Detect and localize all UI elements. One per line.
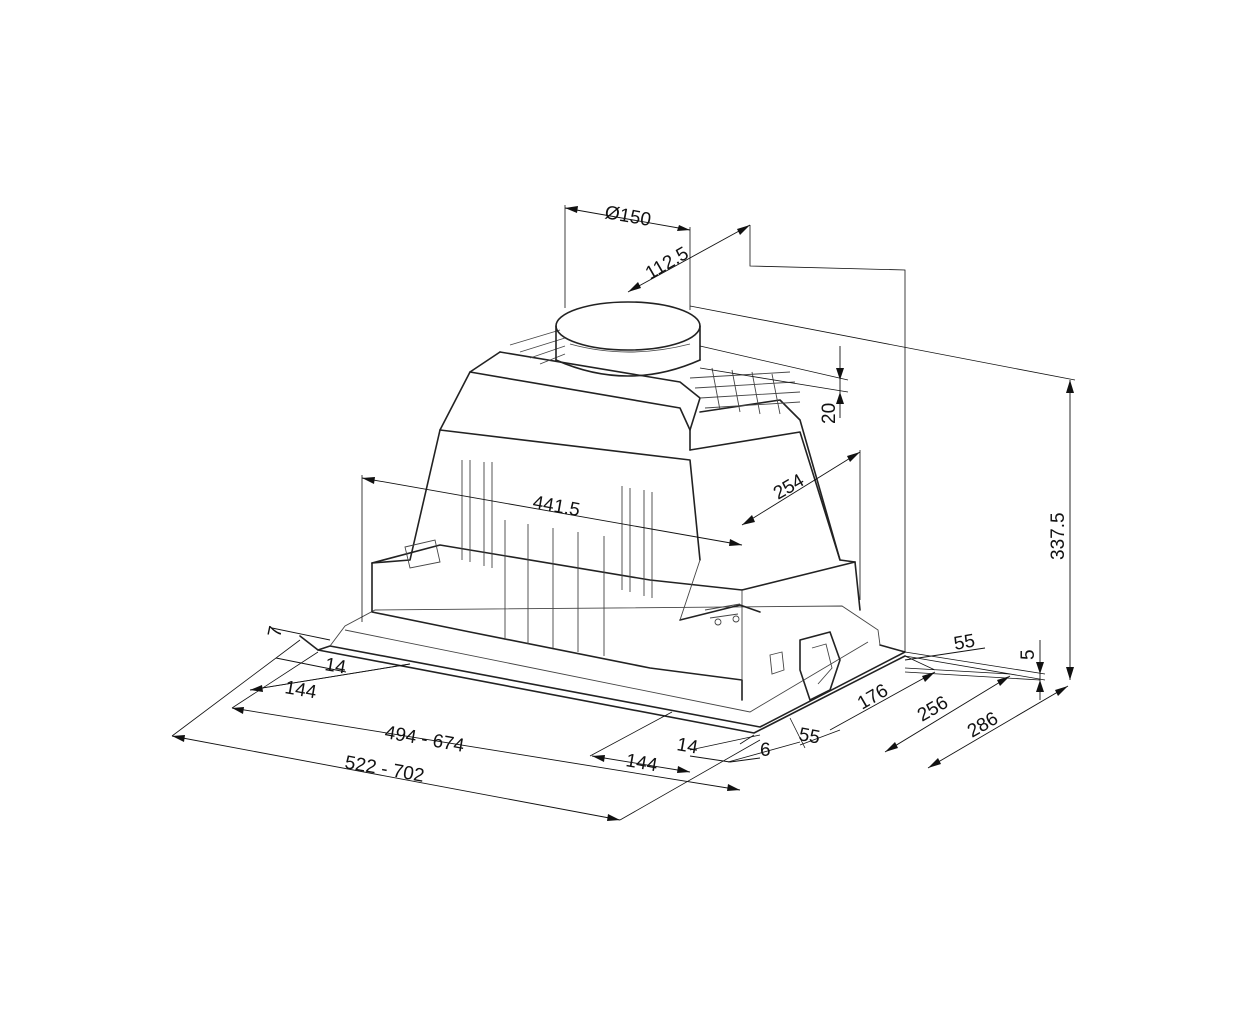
hood-body <box>299 301 906 734</box>
dim-body-width-label: 441.5 <box>531 492 581 521</box>
dim-left-inset-label: 14 <box>323 654 348 678</box>
dim-lip-height-label: 7 <box>264 624 287 639</box>
dim-duct-offset-label: 112.5 <box>642 243 692 284</box>
dimension-lines <box>171 205 1076 821</box>
dim-cutout-width-label: 494 - 674 <box>383 722 466 757</box>
dim-depth-176-label: 176 <box>854 680 892 714</box>
dim-rear-55-label: 55 <box>952 631 976 655</box>
dim-right-14-label: 14 <box>675 734 700 758</box>
dim-front-6-label: 6 <box>760 740 771 761</box>
dim-depth-286-label: 286 <box>964 708 1002 742</box>
dim-body-depth-label: 254 <box>770 470 808 504</box>
dim-overall-width-label: 522 - 702 <box>343 752 426 787</box>
dim-depth-256-label: 256 <box>914 692 952 726</box>
dim-front-55-label: 55 <box>797 724 821 748</box>
dim-front-lip-5-label: 5 <box>1018 649 1039 660</box>
dim-collar-height-label: 20 <box>819 403 840 424</box>
dimension-arrows <box>172 206 1074 821</box>
dim-diameter-label: Ø150 <box>603 202 652 231</box>
dimension-labels: Ø150 112.5 20 337.5 441.5 254 7 14 144 4… <box>264 202 1069 787</box>
dim-total-height-label: 337.5 <box>1048 512 1069 560</box>
dim-left-144-label: 144 <box>283 677 318 703</box>
